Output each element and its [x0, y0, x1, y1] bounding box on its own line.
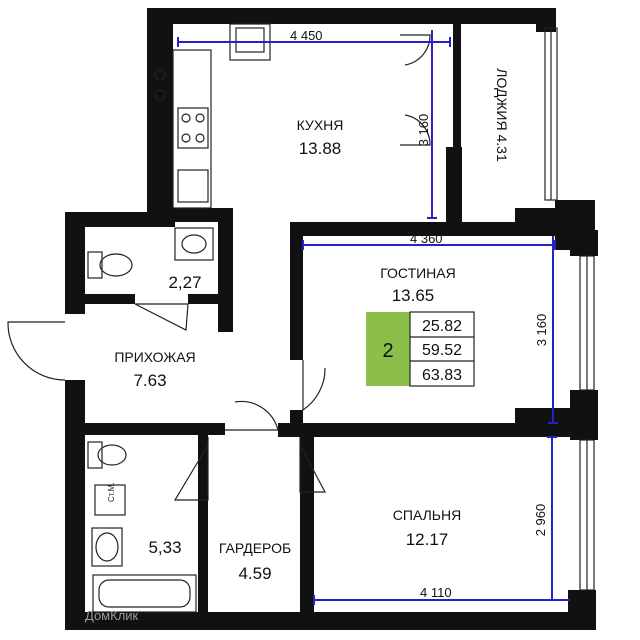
wardrobe-area: 4.59: [238, 564, 271, 583]
dim-living-width: 4 360: [410, 231, 443, 246]
area-without-loggia-value: 59.52: [422, 342, 462, 359]
toilet-tank-2: [87, 441, 103, 469]
total-area-value: 63.83: [422, 367, 462, 384]
wall-wardrobe-right: [300, 430, 314, 625]
loggia-door-upper: [400, 34, 431, 66]
toilet-icon-2: [97, 444, 127, 466]
entrance-door: [7, 321, 66, 381]
dim-kitchen-width: 4 450: [290, 28, 323, 43]
kitchen-appliance-inner: [235, 27, 265, 53]
walls: [65, 8, 598, 630]
bath2-area: 5,33: [148, 538, 181, 557]
wall-bath-bottom-right: [188, 294, 233, 304]
dim-bedroom-depth: 2 960: [533, 504, 548, 537]
wardrobe-door-right: [299, 437, 326, 493]
bathtub-icon: [92, 574, 197, 613]
living-area: 13.65: [392, 286, 435, 305]
loggia-name: ЛОДЖИЯ 4.31: [494, 68, 510, 162]
rooms-count-badge: [366, 312, 410, 386]
wall-bottom: [65, 612, 590, 630]
wall-left-lower: [65, 380, 85, 625]
loggia-door-lower: [400, 114, 431, 146]
dim-bedroom-width: 4 110: [420, 585, 452, 600]
living-door: [302, 360, 326, 412]
hall-area: 7.63: [133, 371, 166, 390]
watermark: ДомКлик: [85, 608, 139, 623]
riser-icon-2: [154, 89, 166, 101]
living-area-value: 25.82: [422, 318, 462, 335]
window-bedroom: [579, 439, 595, 591]
wall-loggia-post: [446, 147, 462, 224]
hall-name: ПРИХОЖАЯ: [114, 349, 195, 365]
bedroom-area: 12.17: [406, 530, 449, 549]
toilet-icon: [99, 253, 133, 277]
window-living: [579, 255, 595, 391]
window-loggia: [544, 27, 558, 201]
bathroom-area: 2,27: [168, 273, 201, 292]
wall-bath-top: [65, 212, 175, 227]
wall-hall-bottom: [85, 423, 225, 435]
washer-label: Ст.М.: [107, 482, 116, 502]
wall-kitchen-left: [147, 8, 173, 221]
wall-top-right-post: [536, 8, 556, 32]
wall-top: [147, 8, 555, 24]
dimension-lines: [177, 30, 570, 605]
wardrobe-door-left: [173, 437, 209, 501]
wall-right-bottom-post: [568, 590, 596, 630]
living-name: ГОСТИНАЯ: [380, 265, 456, 281]
wall-wardrobe-left: [198, 435, 208, 625]
rooms-count: 2: [382, 340, 393, 362]
kitchen-name: КУХНЯ: [297, 117, 344, 133]
sink-icon: [174, 227, 214, 261]
toilet-tank: [87, 251, 103, 279]
doors: [7, 34, 431, 501]
area-summary: 2 25.82 59.52 63.83: [366, 311, 475, 387]
fixtures: [87, 23, 271, 613]
dim-living-depth: 3 160: [534, 314, 549, 347]
wall-bath-bottom-left: [85, 294, 135, 304]
bathroom-door: [134, 303, 189, 331]
dim-kitchen-depth: 3 160: [416, 114, 431, 147]
wall-living-left-upper: [290, 222, 303, 360]
wall-living-bedroom: [278, 423, 578, 437]
wardrobe-name: ГАРДЕРОБ: [219, 540, 291, 556]
wall-bath-left: [65, 212, 85, 314]
riser-icon: [154, 69, 166, 81]
stove-icon: [177, 107, 209, 149]
bedroom-name: СПАЛЬНЯ: [393, 507, 461, 523]
sink-icon-2: [91, 527, 123, 567]
kitchen-counter: [172, 49, 212, 209]
hall-door: [225, 400, 279, 431]
kitchen-area: 13.88: [299, 139, 342, 158]
kitchen-sink-icon: [177, 169, 209, 203]
washer-icon: [94, 484, 126, 516]
wall-loggia-divider: [453, 24, 461, 224]
wall-bath-right: [218, 212, 233, 332]
wall-right-window-top: [570, 230, 598, 256]
wall-living-top: [290, 222, 570, 236]
